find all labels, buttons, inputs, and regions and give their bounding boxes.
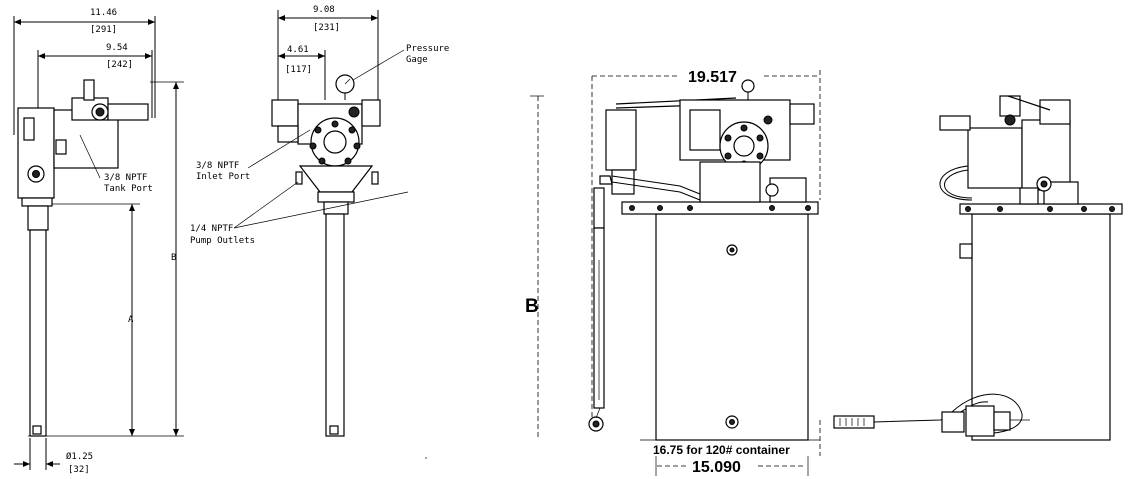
dim-overall-width-mm: [291] bbox=[90, 25, 117, 35]
dim-tube-dia-mm: [32] bbox=[68, 465, 90, 475]
dim-label-B: B bbox=[171, 253, 176, 263]
tank-port-label-1: 3/8 NPTF bbox=[104, 173, 147, 183]
dim-tube-dia-in: Ø1.25 bbox=[66, 451, 93, 462]
pump-side-view: 9.08 [231] 4.61 [117] bbox=[190, 5, 449, 459]
pump-cylinder bbox=[17, 107, 55, 199]
pressure-gage-label-1: Pressure bbox=[406, 44, 449, 54]
dim-body-width-in: 9.54 bbox=[106, 43, 128, 53]
dim-label-A: A bbox=[128, 315, 134, 325]
pump-outlets-label-1: 1/4 NPTF bbox=[190, 224, 233, 234]
inlet-port-label-1: 3/8 NPTF bbox=[196, 161, 239, 171]
side-tank-container bbox=[971, 213, 1111, 441]
tank-pressure-gage-icon bbox=[741, 79, 755, 93]
dim-side-width-in: 9.08 bbox=[313, 5, 335, 15]
inlet-port-label-2: Inlet Port bbox=[196, 172, 250, 182]
tank-port-label-2: Tank Port bbox=[104, 184, 153, 194]
tank-assembly-side-view bbox=[833, 95, 1123, 441]
tank-top-plate bbox=[621, 201, 819, 215]
pump-outlets-label-2: Pump Outlets bbox=[190, 236, 255, 246]
suction-tube bbox=[29, 229, 47, 437]
dim-side-width-mm: [231] bbox=[313, 23, 340, 33]
dim-center-in: 4.61 bbox=[287, 45, 309, 55]
motor bbox=[605, 109, 637, 171]
pressure-gage-label-2: Gage bbox=[406, 55, 428, 65]
side-top-plate bbox=[959, 203, 1123, 215]
dim-label-B-right: B bbox=[525, 296, 539, 317]
pump-front-view: 11.46 [291] 9.54 [242] 3/8 NPTF Tank Por… bbox=[13, 8, 184, 475]
tank-assembly-front-view: 19.517 B bbox=[525, 69, 821, 476]
dim-body-width-mm: [242] bbox=[106, 60, 133, 70]
dim-overall-width-in: 11.46 bbox=[90, 8, 117, 18]
dim-center-mm: [117] bbox=[285, 65, 312, 75]
side-motor bbox=[967, 127, 1023, 189]
dim-base-width: 15.090 bbox=[692, 459, 741, 476]
dim-top-width: 19.517 bbox=[688, 69, 737, 86]
container-note: 16.75 for 120# container bbox=[653, 443, 790, 457]
